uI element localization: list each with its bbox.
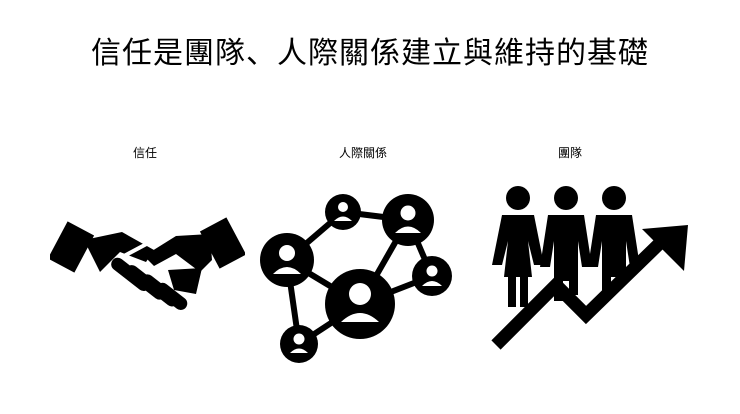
label-team: 團隊 xyxy=(557,146,582,160)
slide-title: 信任是團隊、人際關係建立與維持的基礎 xyxy=(91,36,649,71)
team-growth-icon xyxy=(488,185,693,355)
handshake-icon xyxy=(50,210,245,330)
network-people-icon xyxy=(255,188,460,368)
label-trust: 信任 xyxy=(132,146,157,160)
label-relationships: 人際關係 xyxy=(338,146,387,160)
